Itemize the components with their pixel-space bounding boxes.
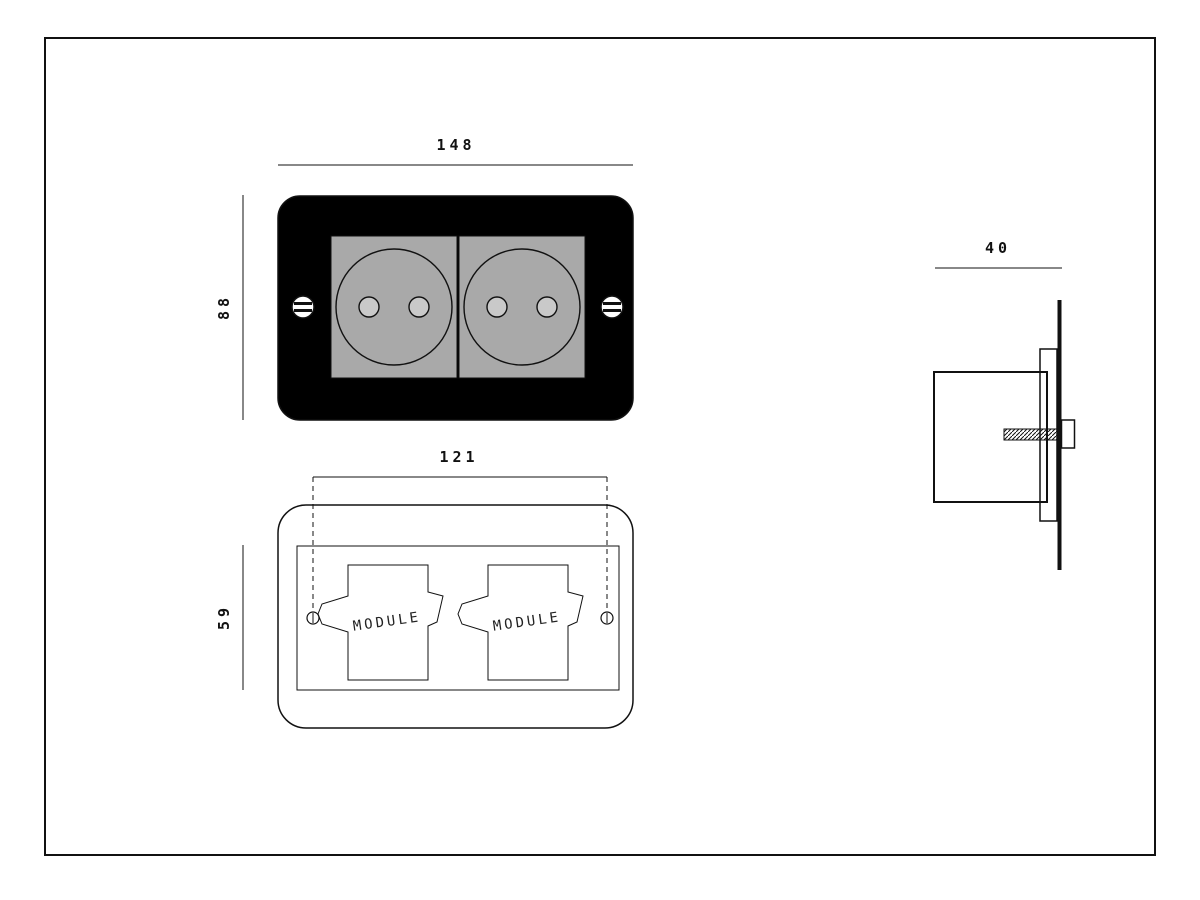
front-right-socket xyxy=(458,235,586,379)
faceplate-rear-outline xyxy=(277,504,634,729)
rear-right-module-outline xyxy=(457,564,584,681)
front-left-screw xyxy=(291,295,315,319)
left-socket-recess-circle xyxy=(335,248,453,366)
rear-left-module-label: MODULE xyxy=(352,609,422,634)
side-screw-shaft xyxy=(1003,428,1059,441)
front-right-screw xyxy=(600,295,624,319)
rear-left-module: MODULE xyxy=(317,564,444,681)
rear-width-dimension-label: 121 xyxy=(439,448,478,466)
side-screw-head xyxy=(1060,419,1076,449)
front-width-dimension-label: 148 xyxy=(436,136,475,154)
rear-right-module-label: MODULE xyxy=(492,609,562,634)
right-socket-pin-hole-left xyxy=(486,296,508,318)
rear-view: 121 59 MODULE xyxy=(215,448,634,729)
side-view: 40 xyxy=(933,239,1076,570)
rear-height-dimension-label: 59 xyxy=(215,604,233,630)
front-left-socket xyxy=(330,235,458,379)
right-socket-pin-hole-right xyxy=(536,296,558,318)
front-view: 148 88 xyxy=(215,136,634,421)
rear-inner-frame xyxy=(296,545,620,691)
side-fixing-screw xyxy=(1003,419,1076,449)
front-height-dimension-label: 88 xyxy=(215,294,233,320)
left-socket-pin-hole-left xyxy=(358,296,380,318)
side-depth-dimension-label: 40 xyxy=(985,239,1011,257)
rear-right-fixing-hole xyxy=(600,611,614,625)
drawing-sheet-border xyxy=(44,37,1156,856)
right-socket-recess-circle xyxy=(463,248,581,366)
left-socket-pin-hole-right xyxy=(408,296,430,318)
rear-right-module: MODULE xyxy=(457,564,584,681)
rear-left-fixing-hole xyxy=(306,611,320,625)
side-faceplate-edge xyxy=(1057,300,1062,570)
rear-left-module-outline xyxy=(317,564,444,681)
